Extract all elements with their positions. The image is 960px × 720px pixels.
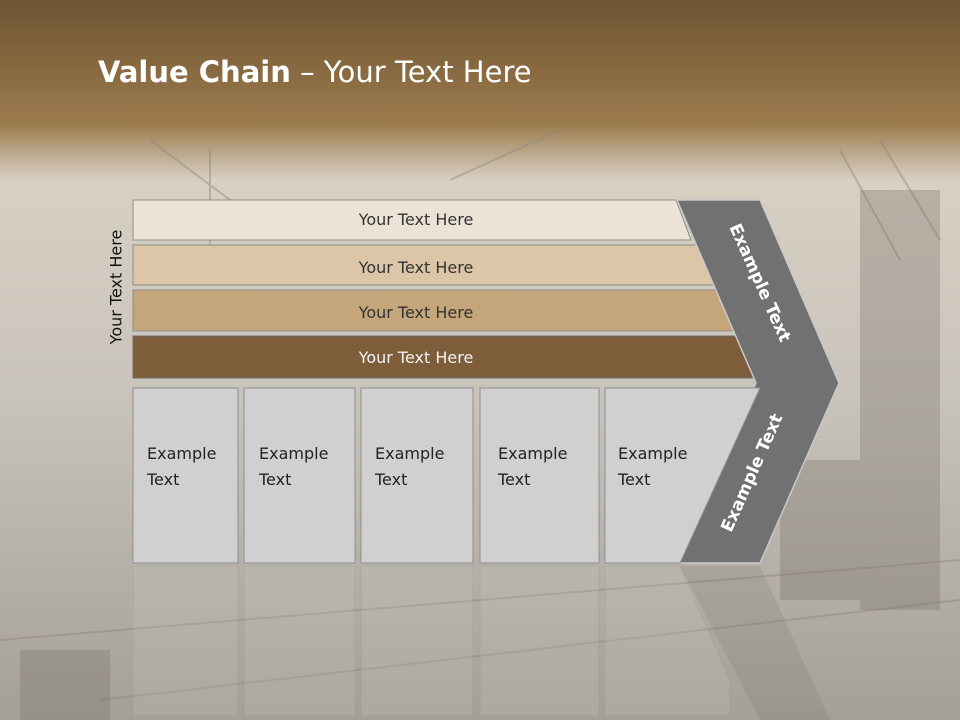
column-box-2[interactable]: Example Text [243, 387, 356, 564]
reflection-box-4 [479, 565, 600, 717]
reflection-box-2 [243, 565, 356, 717]
reflection-chevron [680, 566, 830, 720]
row-bar-3-label: Your Text Here [358, 303, 474, 322]
row-bar-4-label: Your Text Here [358, 348, 474, 367]
reflection-box-3 [360, 565, 474, 717]
column-box-4-line2: Text [497, 470, 530, 489]
column-box-4[interactable]: Example Text [479, 387, 600, 564]
row-bar-4[interactable]: Your Text Here [132, 335, 764, 379]
row-bar-1-shape [132, 199, 692, 241]
column-box-3-line1: Example [375, 444, 444, 463]
title-rest-part: – Your Text Here [290, 55, 532, 89]
title-bold-part: Value Chain [98, 55, 291, 89]
column-box-2-line1: Example [259, 444, 328, 463]
column-box-1-line2: Text [146, 470, 179, 489]
reflection-box-5 [604, 565, 731, 717]
row-bar-1[interactable]: Your Text Here [132, 199, 692, 241]
row-bar-2[interactable]: Your Text Here [132, 244, 717, 286]
column-box-2-shape [243, 387, 356, 564]
column-box-5[interactable]: Example Text [604, 387, 761, 564]
column-box-4-shape [479, 387, 600, 564]
column-box-5-line1: Example [618, 444, 687, 463]
column-box-4-line1: Example [498, 444, 567, 463]
row-bar-1-label: Your Text Here [358, 210, 474, 229]
column-box-3[interactable]: Example Text [360, 387, 474, 564]
row-bar-2-label: Your Text Here [358, 258, 474, 277]
row-bar-3[interactable]: Your Text Here [132, 289, 740, 332]
column-box-1-line1: Example [147, 444, 216, 463]
reflection-box-1 [132, 565, 239, 717]
column-box-2-line2: Text [258, 470, 291, 489]
column-box-5-line2: Text [617, 470, 650, 489]
column-box-1-shape [132, 387, 239, 564]
reflection [132, 565, 830, 720]
column-box-5-shape [604, 387, 761, 564]
slide-title: Value Chain – Your Text Here [98, 55, 532, 89]
column-box-3-shape [360, 387, 474, 564]
column-box-3-line2: Text [374, 470, 407, 489]
column-box-1[interactable]: Example Text [132, 387, 239, 564]
